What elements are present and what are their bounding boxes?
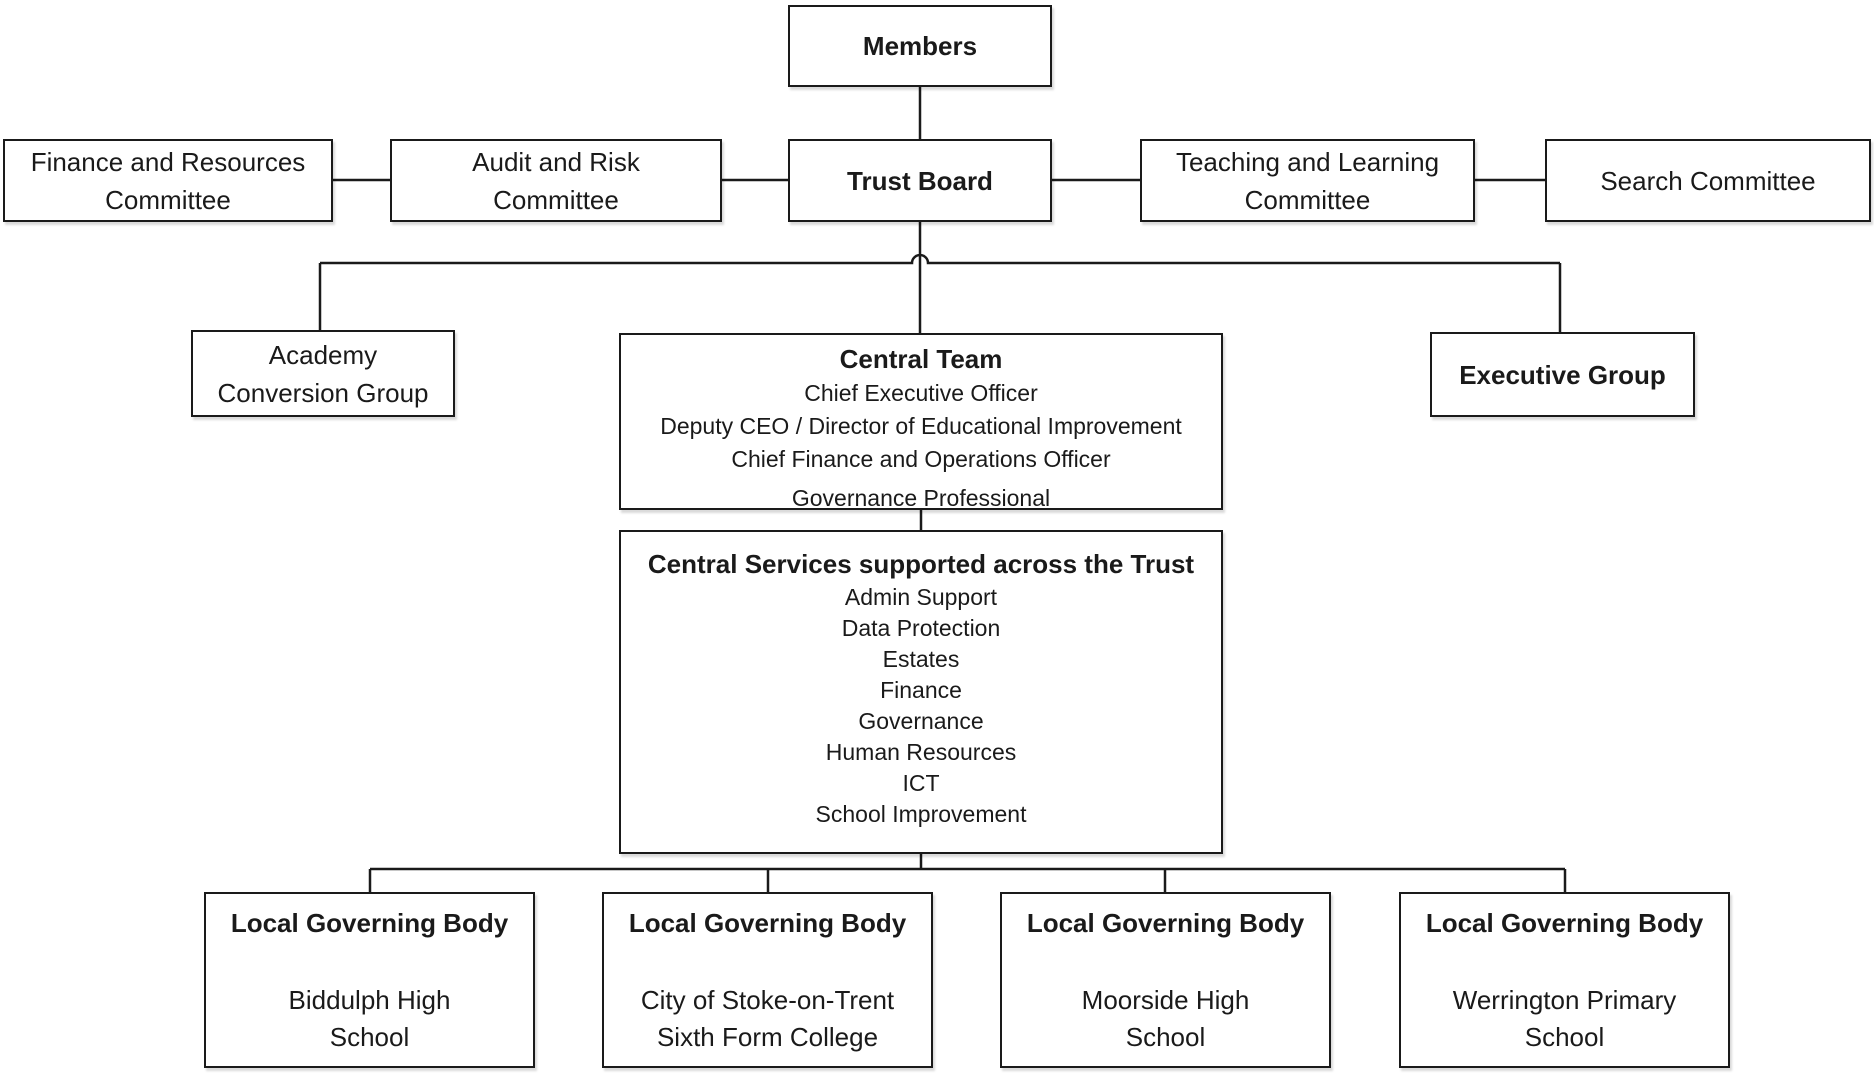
central-service-item: Data Protection <box>841 615 1001 641</box>
executive-group-box: Executive Group <box>1430 332 1695 417</box>
executive-group-label: Executive Group <box>1459 359 1666 390</box>
lgb-title: Local Governing Body <box>1026 908 1305 938</box>
central-team-role: Deputy CEO / Director of Educational Imp… <box>660 413 1182 439</box>
lgb-school-line1: City of Stoke-on-Trent <box>640 985 895 1015</box>
audit-risk-committee-box: Audit and Risk Committee <box>390 139 722 222</box>
lgb-school-line1: Biddulph High <box>288 985 451 1015</box>
central-team-role: Governance Professional <box>791 485 1051 511</box>
lgb-title: Local Governing Body <box>628 908 907 938</box>
trust-board-label: Trust Board <box>847 165 993 196</box>
central-team-role: Chief Executive Officer <box>804 380 1038 406</box>
lgb-title: Local Governing Body <box>230 908 509 938</box>
lgb-moorside-box: Local Governing Body Moorside High Schoo… <box>1000 892 1331 1068</box>
trust-board-box: Trust Board <box>788 139 1052 222</box>
lgb-school-line1: Moorside High <box>1081 985 1250 1015</box>
search-committee-label: Search Committee <box>1600 165 1816 196</box>
central-services-title: Central Services supported across the Tr… <box>647 549 1195 579</box>
lgb-stoke-box: Local Governing Body City of Stoke-on-Tr… <box>602 892 933 1068</box>
lgb-title: Local Governing Body <box>1425 908 1704 938</box>
teaching-learning-committee-line1: Teaching and Learning <box>1175 146 1440 177</box>
central-service-item: Estates <box>882 646 960 672</box>
central-service-item: School Improvement <box>815 801 1027 827</box>
audit-risk-committee-line2: Committee <box>493 184 619 215</box>
finance-resources-committee-box: Finance and Resources Committee <box>3 139 333 222</box>
central-service-item: Governance <box>858 708 984 734</box>
lgb-school-line2: School <box>1125 1022 1206 1052</box>
central-service-item: Human Resources <box>825 739 1017 765</box>
central-team-role: Chief Finance and Operations Officer <box>731 446 1111 472</box>
lgb-werrington-box: Local Governing Body Werrington Primary … <box>1399 892 1730 1068</box>
finance-resources-committee-line2: Committee <box>105 184 231 215</box>
connector-branch-top <box>320 253 1560 265</box>
teaching-learning-committee-box: Teaching and Learning Committee <box>1140 139 1475 222</box>
lgb-school-line1: Werrington Primary <box>1452 985 1677 1015</box>
members-label: Members <box>862 31 978 61</box>
central-team-box: Central Team Chief Executive Officer Dep… <box>619 333 1223 511</box>
lgb-school-line2: School <box>1524 1022 1605 1052</box>
lgb-biddulph-box: Local Governing Body Biddulph High Schoo… <box>204 892 535 1068</box>
audit-risk-committee-line1: Audit and Risk <box>472 146 640 177</box>
central-services-box: Central Services supported across the Tr… <box>619 530 1223 854</box>
central-service-item: ICT <box>902 770 940 796</box>
central-team-title: Central Team <box>839 344 1003 374</box>
lgb-school-line2: School <box>329 1022 410 1052</box>
academy-conversion-group-line1: Academy <box>268 339 378 370</box>
lgb-school-line2: Sixth Form College <box>656 1022 879 1052</box>
central-service-item: Admin Support <box>844 584 998 610</box>
members-box: Members <box>788 5 1052 87</box>
teaching-learning-committee-line2: Committee <box>1244 184 1371 215</box>
finance-resources-committee-line1: Finance and Resources <box>30 146 306 177</box>
academy-conversion-group-line2: Conversion Group <box>217 377 429 408</box>
academy-conversion-group-box: Academy Conversion Group <box>191 330 455 417</box>
search-committee-box: Search Committee <box>1545 139 1871 222</box>
central-service-item: Finance <box>880 677 962 703</box>
